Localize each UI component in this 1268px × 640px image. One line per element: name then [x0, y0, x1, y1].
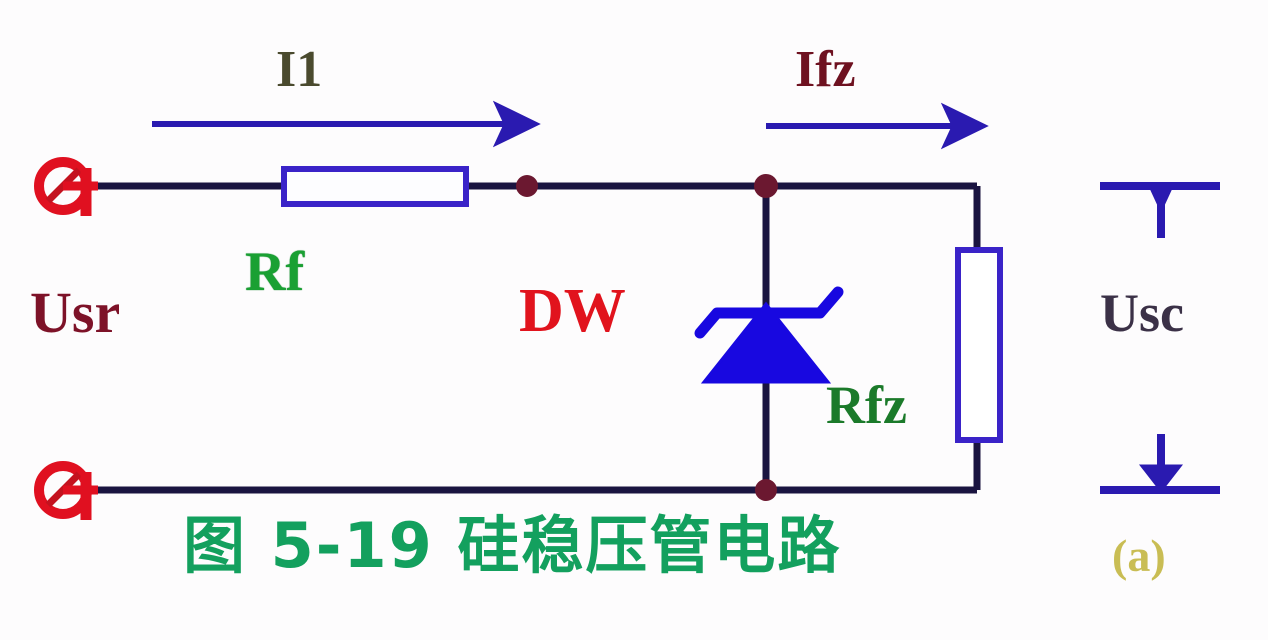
terminal-input-top[interactable] [34, 157, 98, 216]
node-dot-a [516, 175, 538, 197]
label-current-i1: I1 [276, 41, 323, 98]
label-current-ifz: Ifz [795, 41, 856, 98]
zener-diode-dw [694, 286, 844, 384]
zener-anode-triangle [700, 301, 832, 384]
zener-cathode-bar [694, 286, 844, 339]
usc-bottom-arrowhead [1138, 464, 1184, 493]
junction-dots [516, 174, 778, 501]
resistor-rfz-body [955, 247, 1003, 443]
current-arrows [152, 100, 989, 150]
label-resistor-rf: Rf [245, 241, 305, 303]
subfigure-label: (a) [1112, 530, 1166, 581]
label-zener-diode-dw: DW [519, 277, 626, 345]
terminal-input-bottom[interactable] [34, 461, 98, 520]
wires [98, 182, 981, 494]
label-output-voltage: Usc [1100, 283, 1184, 343]
node-dot-c [755, 479, 777, 501]
output-voltage-marks [1100, 182, 1220, 494]
figure-caption: 图 5-19 硅稳压管电路 [183, 509, 842, 582]
node-dot-b [754, 174, 778, 198]
resistor-rf-body [281, 166, 469, 207]
label-input-voltage: Usr [30, 280, 121, 345]
label-resistor-rfz: Rfz [826, 375, 907, 435]
